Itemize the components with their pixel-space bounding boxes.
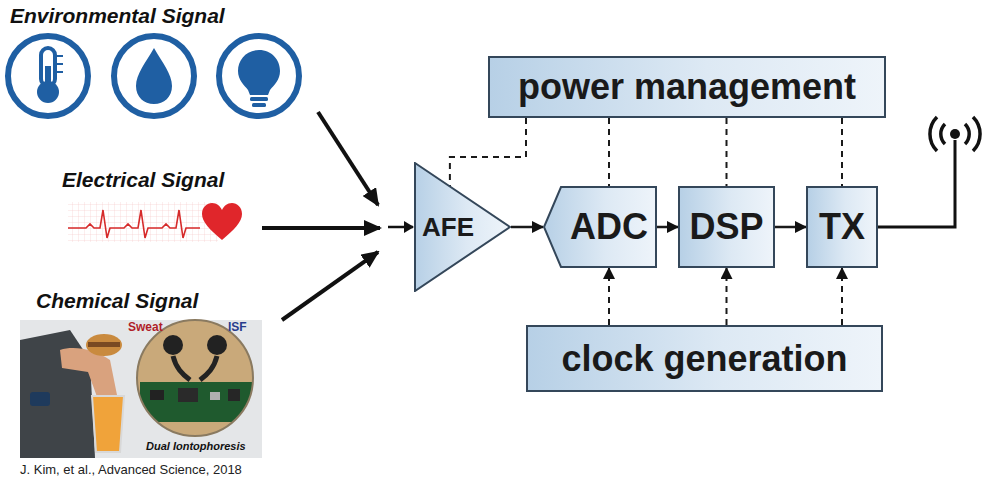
signal-arrows-part	[318, 112, 378, 205]
photo-label: Sweat	[128, 321, 163, 335]
signal-arrows-part	[282, 252, 378, 320]
antenna	[878, 117, 980, 227]
adc-block-shape	[544, 187, 656, 267]
ecg-strip-part	[68, 202, 218, 242]
wearable-photo-part	[207, 335, 227, 355]
photo-label: ISF	[228, 321, 247, 335]
section-heading: Chemical Signal	[36, 289, 198, 313]
wearable-photo-part	[137, 320, 253, 436]
block-label: clock generation	[561, 339, 847, 379]
dashed-connector	[841, 118, 843, 186]
amplifier-triangle: AFE	[414, 162, 511, 292]
signal-arrows	[262, 112, 414, 320]
block-label: TX	[819, 207, 865, 247]
wearable-photo-part	[200, 356, 217, 380]
clock-generation-block: clock generation	[526, 325, 883, 392]
block-label: AFE	[422, 213, 474, 242]
amplifier-triangle-shape	[415, 163, 510, 291]
wearable-photo-part-part	[140, 382, 252, 422]
dashed-connector	[608, 268, 610, 325]
antenna-part	[973, 117, 980, 151]
wearable-photo-part	[86, 334, 122, 356]
block-label: ADC	[570, 207, 648, 247]
water-drop-icon	[114, 36, 194, 116]
dashed-connector	[726, 118, 728, 186]
wearable-photo-part	[88, 342, 120, 347]
signal-arrows-part	[404, 221, 414, 233]
light-bulb-icon-part	[252, 103, 266, 107]
ecg-strip	[68, 202, 242, 242]
dashed-connector	[608, 118, 610, 186]
signal-arrow	[657, 226, 678, 229]
signal-arrows-part	[262, 226, 380, 230]
wearable-photo	[20, 320, 262, 458]
signal-arrow	[511, 226, 543, 229]
light-bulb-icon-part	[250, 97, 268, 101]
thermometer-icon-part	[8, 36, 88, 116]
section-heading: Electrical Signal	[62, 168, 224, 192]
light-bulb-icon-part	[219, 36, 299, 116]
thermometer-icon-part	[57, 63, 63, 65]
antenna-part	[941, 124, 945, 144]
antenna-part	[950, 129, 960, 139]
dashed-connector	[841, 268, 843, 325]
block-label: power management	[518, 67, 856, 107]
signal-arrow	[775, 226, 806, 229]
dashed-connector	[450, 118, 526, 186]
water-drop-icon-part	[114, 36, 194, 116]
section-heading: Environmental Signal	[10, 4, 225, 28]
thermometer-icon	[8, 36, 88, 116]
ecg-strip-part	[68, 210, 200, 238]
wearable-photo-part-part	[150, 390, 164, 400]
block-label: DSP	[689, 207, 763, 247]
ecg-strip-part	[202, 203, 242, 240]
wearable-photo-part	[92, 396, 124, 452]
wearable-photo-part-part	[228, 389, 240, 401]
antenna-part	[878, 140, 955, 227]
wearable-photo-part	[163, 335, 183, 355]
light-bulb-icon-part	[238, 50, 280, 95]
dashed-connector	[726, 268, 728, 325]
wearable-photo-part	[20, 320, 262, 458]
antenna-part	[930, 117, 937, 151]
adc-block: ADC	[543, 186, 657, 268]
thermometer-icon-part	[57, 71, 63, 73]
wearable-photo-part	[140, 382, 252, 422]
wearable-photo-part-part	[178, 388, 198, 402]
power-management-block: power management	[488, 56, 886, 118]
thermometer-icon-part	[57, 55, 63, 57]
antenna-part	[965, 124, 969, 144]
water-drop-icon-part	[136, 48, 172, 104]
wearable-photo-part	[137, 320, 253, 436]
dsp-block: DSP	[678, 186, 775, 268]
thermometer-icon-part	[45, 66, 51, 90]
photo-label: Dual Iontophoresis	[146, 440, 246, 453]
wearable-photo-part	[30, 392, 50, 406]
citation: J. Kim, et al., Advanced Science, 2018	[20, 463, 242, 478]
tx-block: TX	[806, 186, 878, 268]
light-bulb-icon	[219, 36, 299, 116]
wearable-photo-part	[173, 356, 190, 380]
wearable-photo-part-part	[210, 392, 220, 400]
